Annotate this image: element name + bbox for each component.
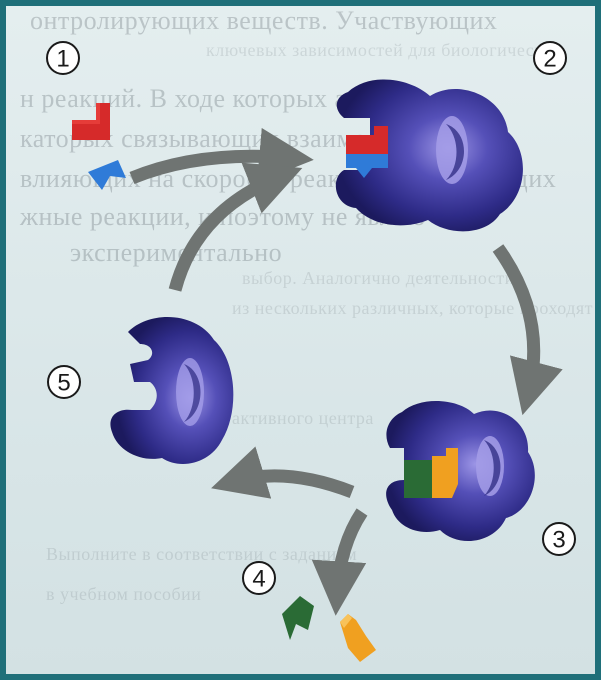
svg-text:5: 5 bbox=[57, 370, 70, 397]
bleed-through-text: из нескольких различных, которые проходя… bbox=[232, 298, 594, 318]
step-label-2: 2 bbox=[533, 41, 567, 75]
curved-arrow bbox=[168, 162, 303, 292]
curved-arrow bbox=[211, 446, 355, 499]
product-green bbox=[282, 596, 314, 640]
step-label-3: 3 bbox=[542, 522, 576, 556]
bleed-through-text: н реакций. В ходе которых актив bbox=[20, 84, 399, 113]
enzyme-product-complex bbox=[386, 400, 535, 542]
substrate-blue bbox=[88, 160, 126, 190]
bleed-through-text: выбор. Аналогично деятельности bbox=[242, 268, 515, 288]
curved-arrow bbox=[311, 508, 368, 616]
bleed-through-text: Выполните в соответствии с заданием bbox=[46, 544, 358, 564]
bleed-through-text: в учебном пособии bbox=[46, 584, 202, 604]
enzyme-substrate-complex bbox=[335, 79, 523, 232]
substrate-red bbox=[72, 103, 110, 140]
bleed-through-text: экспериментально bbox=[70, 238, 283, 267]
product-orange bbox=[340, 614, 376, 662]
step-label-1: 1 bbox=[46, 41, 80, 75]
bleed-through-text: онтролирующих веществ. Участвующих bbox=[30, 6, 498, 35]
curved-arrow bbox=[129, 127, 314, 185]
step-label-5: 5 bbox=[47, 365, 81, 399]
svg-text:3: 3 bbox=[552, 527, 565, 554]
free-enzyme bbox=[110, 317, 234, 464]
svg-text:4: 4 bbox=[252, 566, 265, 593]
step-label-4: 4 bbox=[242, 561, 276, 595]
svg-text:1: 1 bbox=[56, 46, 69, 73]
curved-arrow bbox=[492, 244, 563, 416]
bleed-through-text: активного центра bbox=[232, 408, 374, 428]
bleed-through-text: ключевых зависимостей для биологических bbox=[206, 40, 564, 60]
svg-text:2: 2 bbox=[543, 46, 556, 73]
